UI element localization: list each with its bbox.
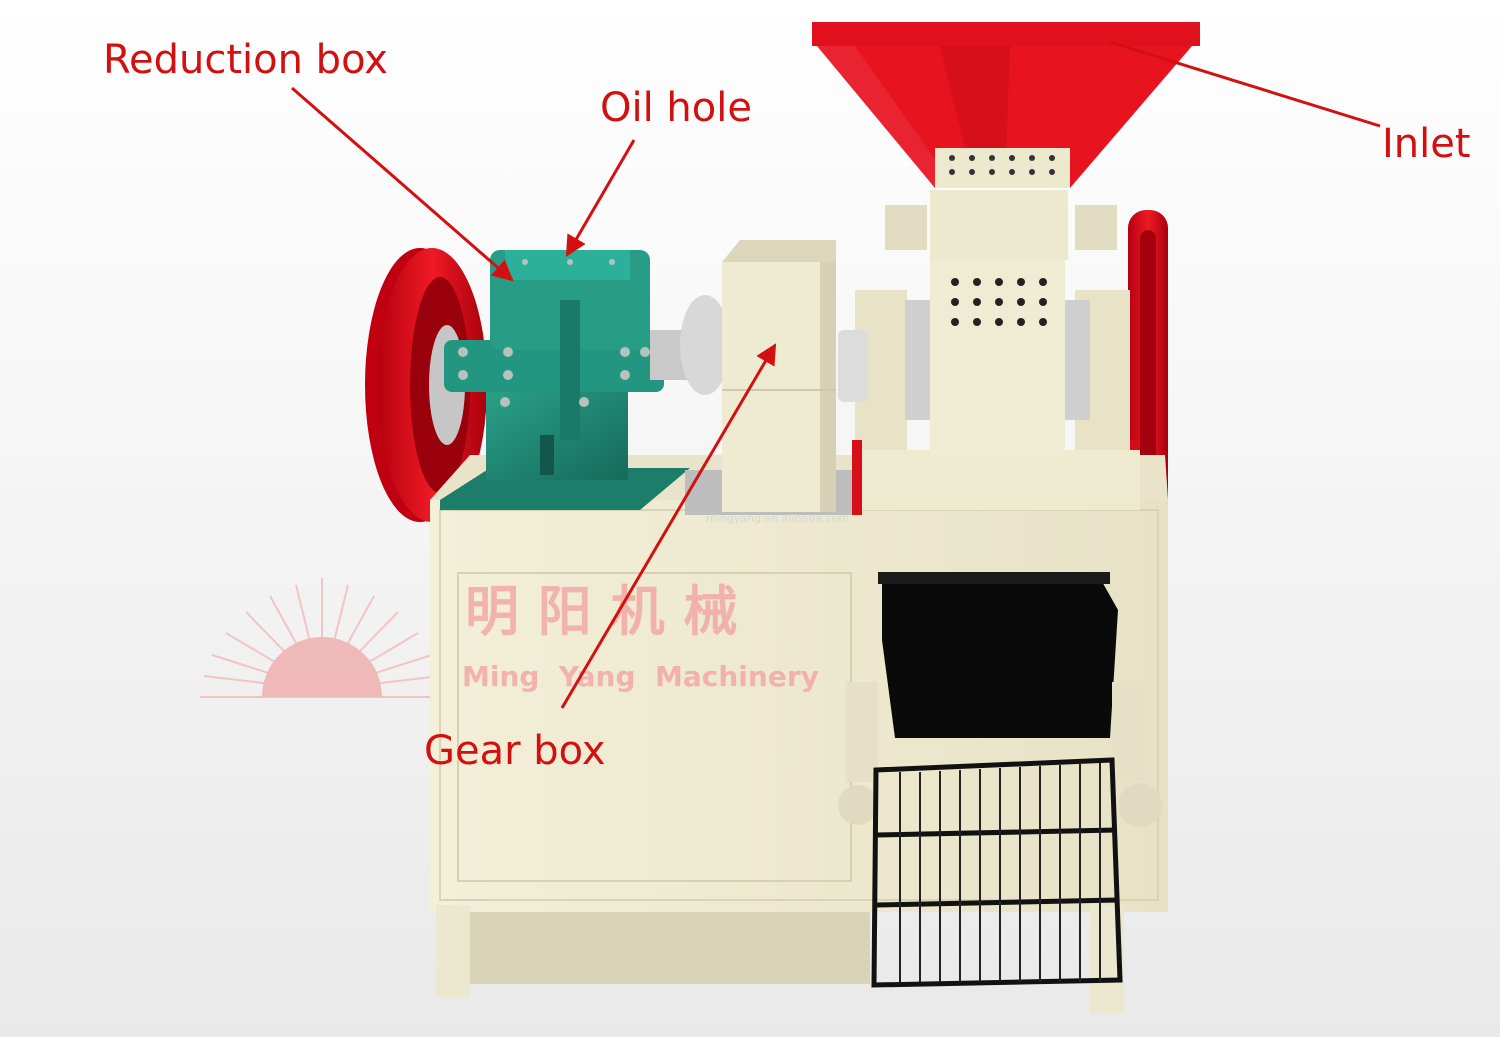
collection-basket	[871, 757, 1123, 988]
reduction-box-bolts	[458, 259, 650, 407]
oil-hole-label: Oil hole	[600, 85, 752, 131]
reduction-box-arrow	[291, 86, 514, 282]
reduction-box	[440, 250, 690, 510]
callout-arrows	[291, 40, 1381, 709]
inlet-label: Inlet	[1382, 121, 1471, 167]
reduction-box-label: Reduction box	[103, 37, 388, 83]
press-plate-holes	[951, 278, 1047, 326]
roller-frame	[838, 190, 1140, 515]
watermark-url: mingyang.en.alibaba.com	[706, 512, 849, 525]
outlet-chute	[878, 572, 1118, 738]
hopper-holes	[949, 155, 1055, 175]
watermark-chinese: 明 阳 机 械	[465, 580, 737, 643]
hopper	[812, 22, 1200, 188]
oil-hole-arrow	[565, 139, 636, 257]
gear-box-arrow	[560, 343, 777, 709]
inlet-arrow	[1109, 40, 1381, 128]
gear-box	[722, 240, 836, 512]
watermark-sun-logo	[200, 578, 444, 698]
gear-box-label: Gear box	[424, 728, 606, 774]
basket-bars	[899, 763, 1101, 982]
watermark-english: Ming Yang Machinery	[462, 660, 819, 693]
outlet-brackets	[838, 682, 1162, 827]
